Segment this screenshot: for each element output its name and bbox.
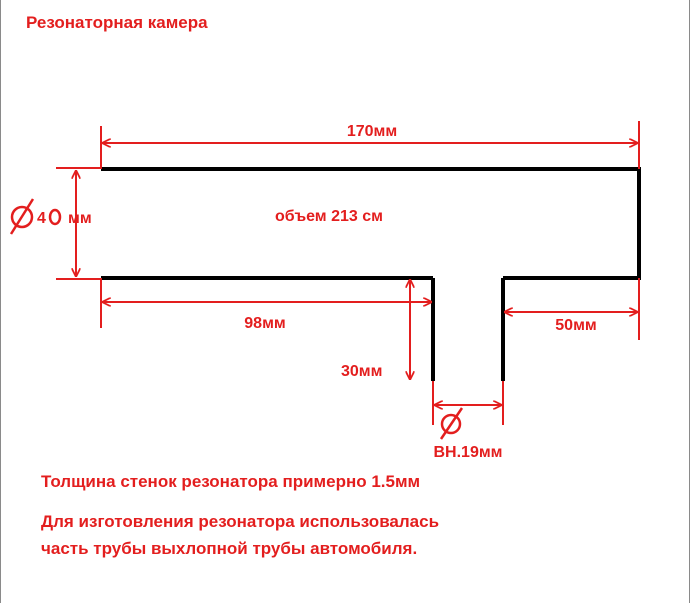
left-edge-line: [0, 0, 1, 603]
neck-length-label: 30мм: [341, 363, 382, 380]
diameter-symbol-icon: [9, 198, 35, 235]
material-note-line-2: часть трубы выхлопной трубы автомобиля.: [41, 539, 418, 558]
wall-thickness-note: Толщина стенок резонатора примерно 1.5мм: [41, 472, 421, 491]
right-edge-line: [689, 0, 690, 603]
diameter-label-suffix: мм: [68, 210, 92, 227]
chamber-outline: [101, 167, 641, 280]
diagram-title: Резонаторная камера: [26, 13, 208, 32]
material-note-line-1: Для изготовления резонатора использовала…: [41, 512, 440, 531]
diameter-value-prefix: 4: [37, 210, 46, 227]
length-label: 170мм: [347, 123, 397, 140]
extension-lines: [56, 121, 640, 425]
offset-right-label: 50мм: [555, 317, 596, 334]
diameter-label: 4: [37, 210, 46, 227]
neck-diameter-symbol-icon: [439, 407, 464, 440]
diameter-zero-glyph: [48, 208, 62, 226]
offset-left-label: 98мм: [244, 315, 285, 332]
volume-label: объем 213 см: [275, 208, 383, 225]
neck-diameter-label: ВН.19мм: [433, 444, 502, 461]
